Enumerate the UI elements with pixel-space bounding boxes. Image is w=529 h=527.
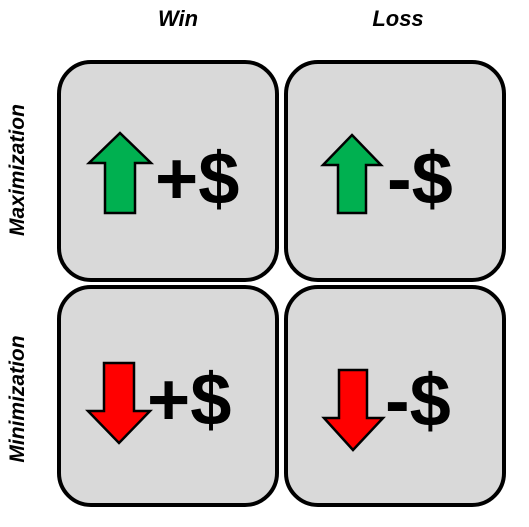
cell-maximization-loss: -$ [284,60,506,282]
row-header-maximization: Maximization [6,104,29,236]
row-header-minimization: Minimization [6,335,29,463]
column-header-win: Win [157,6,199,31]
up-arrow-icon [320,133,384,215]
down-arrow-shape [85,361,153,445]
column-header-loss: Loss [372,6,424,31]
cell-minimization-loss: -$ [284,285,506,507]
up-arrow-icon [85,131,155,215]
cell-maximization-win: +$ [57,60,279,282]
up-arrow-shape [85,131,155,215]
minus-dollar-symbol: -$ [387,137,453,220]
up-arrow-shape [320,133,384,215]
plus-dollar-symbol: +$ [147,358,232,441]
minus-dollar-symbol: -$ [385,359,451,442]
plus-dollar-symbol: +$ [155,137,240,220]
down-arrow-shape [321,368,386,452]
cell-minimization-win: +$ [57,285,279,507]
down-arrow-icon [85,361,153,445]
down-arrow-icon [321,368,386,452]
